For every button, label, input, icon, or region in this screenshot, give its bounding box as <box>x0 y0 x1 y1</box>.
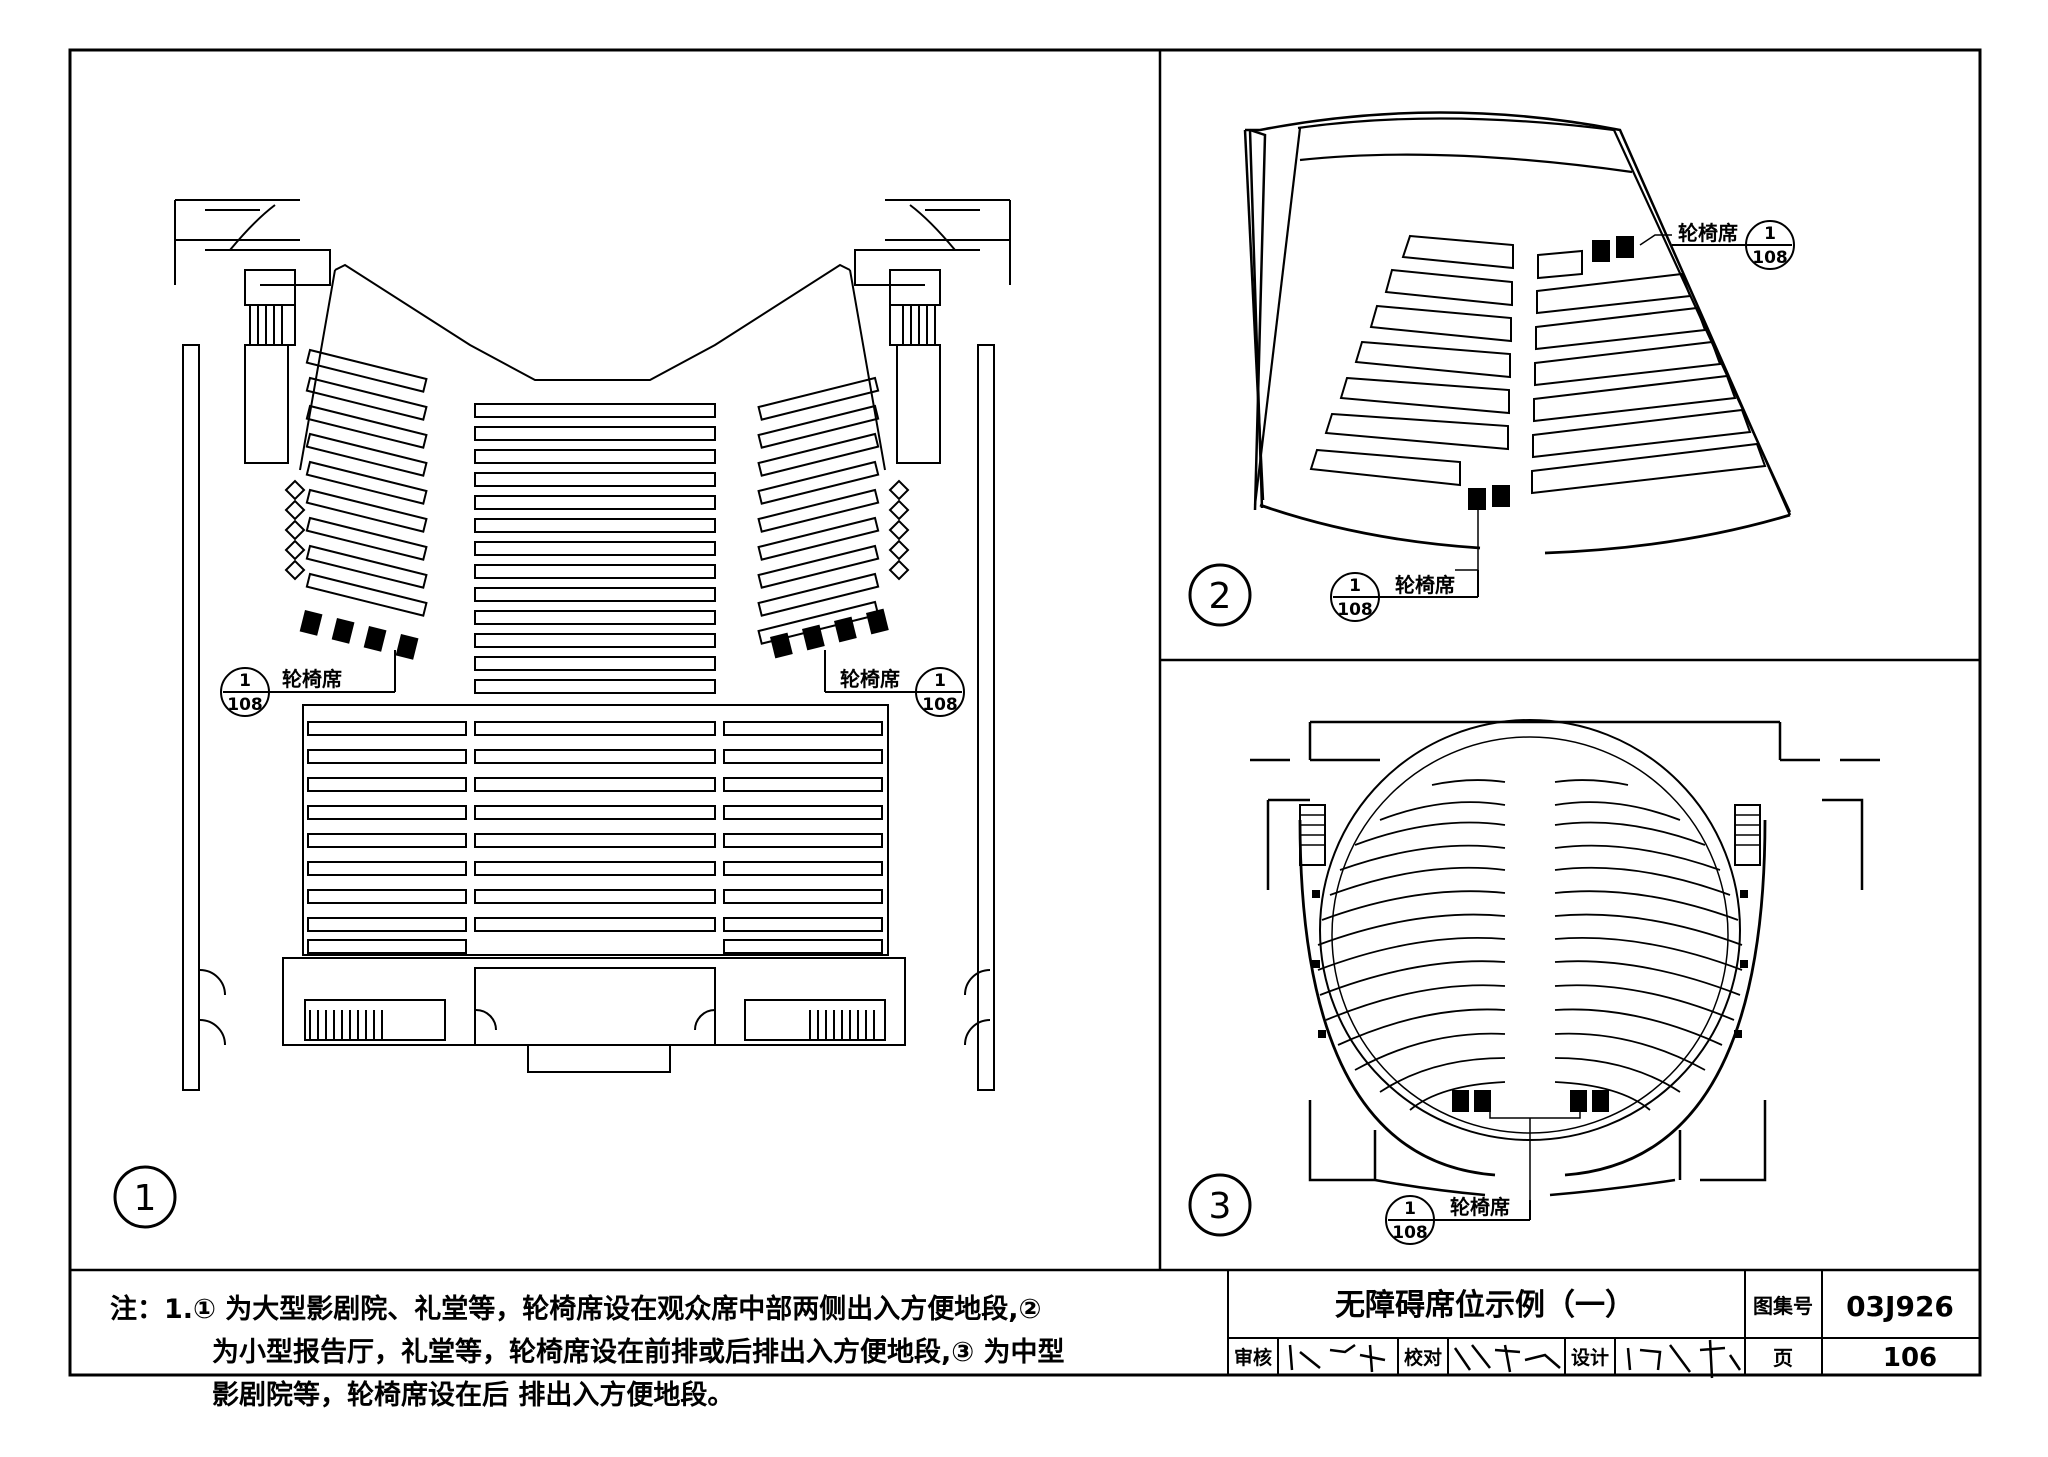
small-hall-wheelchair <box>1468 236 1634 510</box>
callout-p2a-bottom: 108 <box>1752 248 1788 268</box>
note-line-1: 注：1.① 为大型影剧院、礼堂等，轮椅席设在观众席中部两侧出入方便地段,② <box>110 1294 1042 1325</box>
medium-theatre-bowl <box>1299 719 1761 1141</box>
wheelchair-seats-right <box>770 608 889 659</box>
atlas-number: 03J926 <box>1846 1290 1954 1323</box>
wheelchair-label-right: 轮椅席 <box>840 667 900 691</box>
callout-p2b-top: 1 <box>1349 576 1361 596</box>
wheelchair-label-p2b: 轮椅席 <box>1395 573 1455 597</box>
callout-p2b-bottom: 108 <box>1337 600 1373 620</box>
small-hall-right-rows <box>1531 249 1767 495</box>
callout-left-top: 1 <box>239 671 251 691</box>
atlas-number-label: 图集号 <box>1753 1294 1813 1318</box>
note-line-2: 为小型报告厅，礼堂等，轮椅席设在前排或后排出入方便地段,③ 为中型 <box>212 1337 1065 1368</box>
callout-right-top: 1 <box>934 671 946 691</box>
review-label: 审核 <box>1234 1346 1272 1369</box>
balcony-right-rows <box>757 376 880 645</box>
wheelchair-label-left: 轮椅席 <box>282 667 342 691</box>
detail-marker-1: 1 <box>113 1165 177 1229</box>
wheelchair-label-p2a: 轮椅席 <box>1678 221 1738 245</box>
callout-p3-bottom: 108 <box>1392 1223 1428 1243</box>
notes: 注：1.① 为大型影剧院、礼堂等，轮椅席设在观众席中部两侧出入方便地段,② 为小… <box>110 1288 1215 1417</box>
detail-number-3: 3 <box>1209 1186 1232 1227</box>
wheelchair-label-p3: 轮椅席 <box>1450 1195 1510 1219</box>
signature-design <box>1626 1339 1742 1379</box>
note-line-3: 影剧院等，轮椅席设在后 排出入方便地段。 <box>212 1380 735 1411</box>
signature-review <box>1288 1343 1386 1373</box>
design-label: 设计 <box>1571 1347 1609 1369</box>
balcony-center-rows <box>474 403 716 694</box>
callout-panel3 <box>1385 1195 1531 1245</box>
detail-number-1: 1 <box>134 1178 157 1219</box>
detail-number-2: 2 <box>1209 576 1232 617</box>
title-block <box>1227 1270 1980 1375</box>
callout-panel2-top <box>1672 220 1795 270</box>
wheelchair-seats-left <box>299 610 419 660</box>
sheet-border <box>68 48 1982 1377</box>
small-hall-left-rows <box>1309 234 1514 487</box>
callout-left <box>220 650 396 717</box>
callout-right-bottom: 108 <box>922 695 958 715</box>
callout-p3-top: 1 <box>1404 1199 1416 1219</box>
page-label: 页 <box>1773 1346 1793 1370</box>
plan-small-hall <box>1243 111 1792 555</box>
drawing-title: 无障碍席位示例（一） <box>1335 1288 1635 1323</box>
plan-medium-theatre <box>1250 720 1880 1197</box>
callout-right <box>824 650 965 717</box>
balcony-left-rows <box>305 348 428 617</box>
stalls-rows <box>307 721 883 954</box>
callout-left-bottom: 108 <box>227 695 263 715</box>
detail-marker-3: 3 <box>1188 1173 1252 1237</box>
detail-marker-2: 2 <box>1188 563 1252 627</box>
medium-theatre-wheelchair <box>1312 890 1748 1112</box>
callout-p2a-top: 1 <box>1764 224 1776 244</box>
callout-panel2-bottom <box>1330 570 1479 622</box>
small-hall-fan <box>1253 117 1791 571</box>
plan-large-theatre <box>174 199 1011 1091</box>
check-label: 校对 <box>1404 1346 1442 1369</box>
page-number: 106 <box>1883 1343 1937 1373</box>
medium-theatre-rows <box>1317 779 1743 1111</box>
signature-check <box>1453 1344 1561 1373</box>
side-box-seats <box>284 479 910 581</box>
